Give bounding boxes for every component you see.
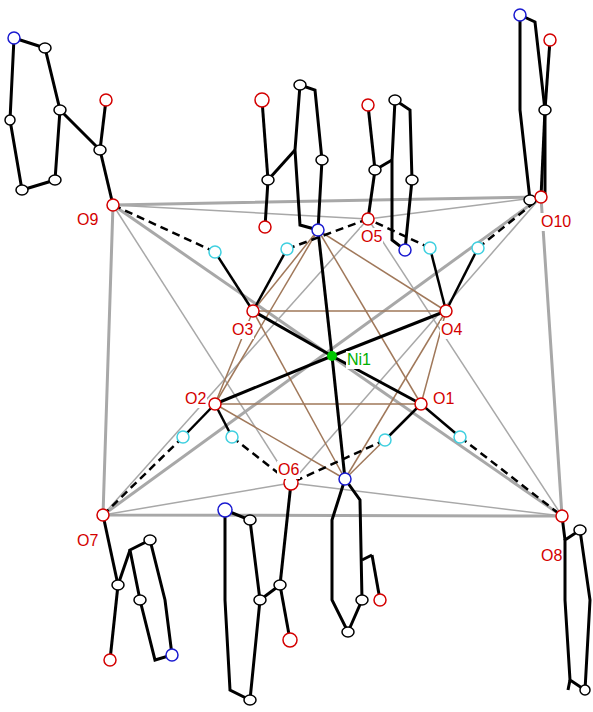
atom-label: O1 [432,390,455,408]
atom-label: O7 [76,532,99,550]
atom-label: O5 [360,228,383,246]
hbond-polyhedron [103,197,562,516]
atom-label: O2 [184,390,207,408]
nickel-atom [327,351,337,361]
atom-label: O4 [440,321,463,339]
atom-label: O3 [231,321,254,339]
hydrogen-atoms [177,242,484,446]
atom-label: O9 [76,211,99,229]
hydrogen-bonds [103,197,562,516]
oxygen-atoms [97,34,568,666]
nitrogen-atoms [8,9,526,661]
ni-bonds [215,230,446,479]
atom-label: O6 [277,461,300,479]
atom-label: O8 [540,547,563,565]
ligand-bonds [10,15,590,700]
oh-bonds [183,248,478,440]
atom-label: Ni1 [346,351,372,369]
carbon-atoms [5,43,590,705]
atom-label: O10 [540,213,572,231]
coordination-octahedron [215,230,446,479]
